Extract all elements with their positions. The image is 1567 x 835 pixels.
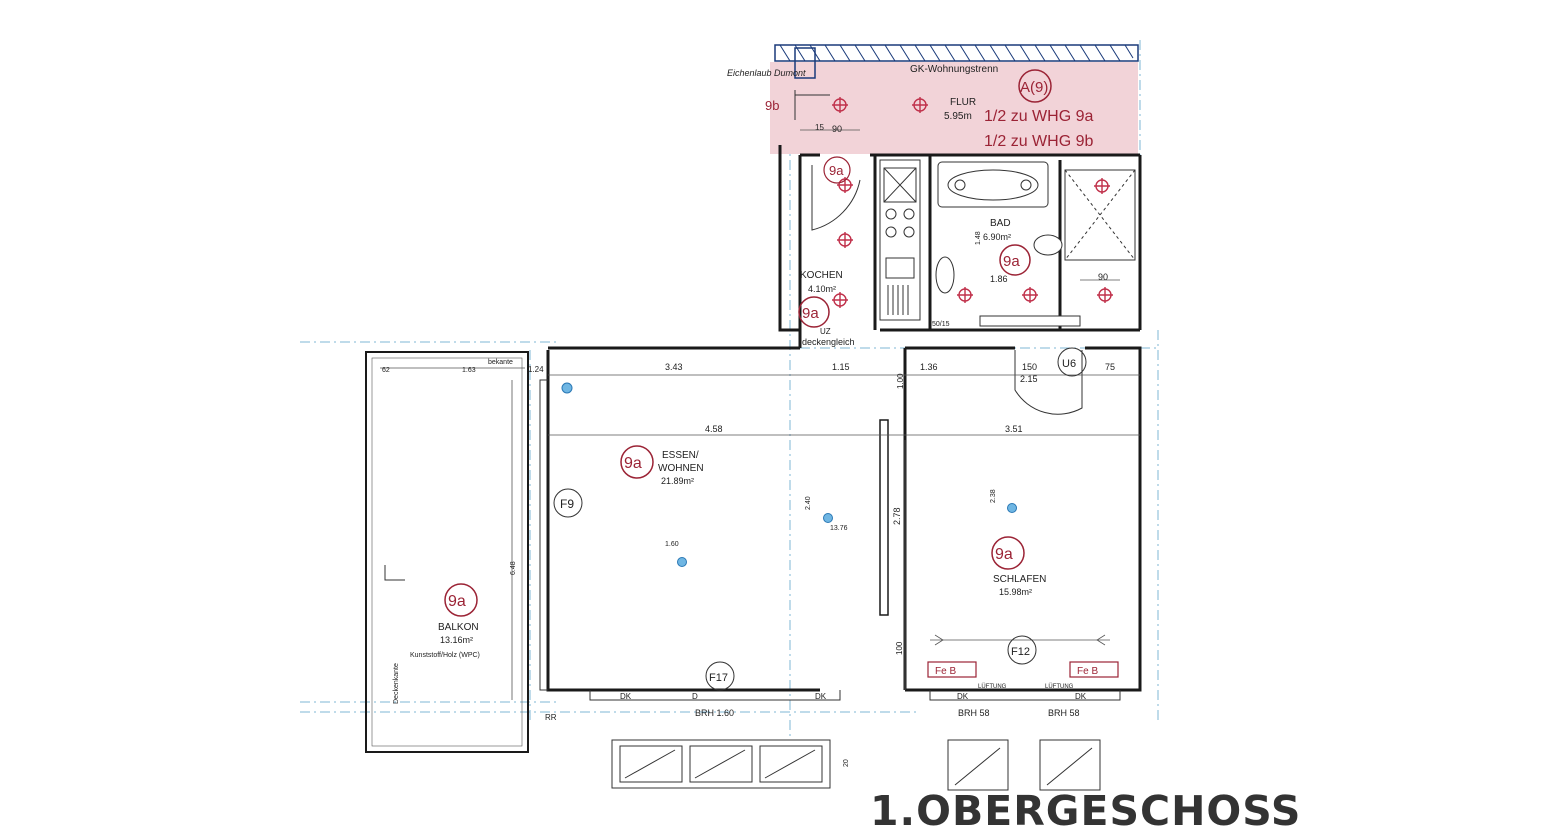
schlafen-unit: 9a	[995, 546, 1013, 563]
unit-9b: 9b	[765, 98, 779, 113]
dim-balkon-124: 1.24	[528, 365, 544, 374]
flur-label: FLUR	[950, 97, 976, 108]
note-deckenkante: Deckenkante	[393, 663, 400, 704]
schlafen-label: SCHLAFEN	[993, 574, 1046, 585]
balkon-label: BALKON	[438, 622, 479, 633]
fe-b-right: Fe B	[1077, 666, 1098, 677]
dim-150: 150	[1022, 362, 1037, 372]
dim-k-15: 15	[815, 123, 824, 132]
bad-unit: 9a	[1003, 253, 1020, 270]
dim-fl-240: 2.40	[805, 496, 812, 510]
floor-title: 1.OBERGESCHOSS	[870, 787, 1302, 835]
essen-label: ESSEN/	[662, 450, 699, 461]
dim-136: 1.36	[920, 362, 938, 372]
essen-unit: 9a	[624, 455, 642, 472]
brh-160: BRH 1.60	[695, 708, 734, 718]
lueftung-right: LÜFTUNG	[1045, 683, 1074, 690]
bad-area: 6.90m²	[983, 232, 1011, 242]
marker-f17: F17	[709, 672, 728, 684]
dim-100-top: 1.00	[896, 373, 905, 389]
dim-balkon-648: 6.48	[510, 561, 517, 575]
dk-left: DK	[620, 692, 632, 701]
fe-b-left: Fe B	[935, 666, 956, 677]
doors	[794, 90, 1083, 415]
dk-right: DK	[815, 692, 827, 701]
bad-label: BAD	[990, 218, 1011, 229]
ceiling-lamps	[561, 382, 1017, 567]
brand-label: Eichenlaub Dumont	[727, 68, 806, 78]
dim-278: 2.78	[892, 507, 902, 525]
essen-area: 21.89m²	[661, 476, 694, 486]
marker-u6: U6	[1062, 358, 1076, 370]
balkon-material: Kunststoff/Holz (WPC)	[410, 652, 480, 659]
dim-fl-160: 1.60	[665, 541, 679, 548]
marker-f12: F12	[1011, 646, 1030, 658]
dim-k-90: 90	[832, 124, 842, 134]
dim-215: 2.15	[1020, 374, 1038, 384]
brh-58b: BRH 58	[1048, 708, 1080, 718]
unit-9a-flur: 9a	[829, 163, 844, 178]
marker-rr: RR	[545, 713, 557, 722]
dim-75: 75	[1105, 362, 1115, 372]
dk-bed-right: DK	[1075, 692, 1087, 701]
dim-fl-238: 2.38	[990, 489, 997, 503]
share-9a: 1/2 zu WHG 9a	[984, 108, 1093, 125]
note-deckengleich: deckengleich	[802, 337, 855, 347]
walls	[539, 145, 1142, 701]
dim-bad-90: 90	[1098, 272, 1108, 282]
windows	[611, 739, 1101, 791]
partition-label: GK-Wohnungstrenn	[910, 64, 998, 75]
dim-458: 4.58	[705, 424, 723, 434]
dim-115: 1.15	[832, 362, 850, 372]
balcony	[365, 351, 529, 753]
dim-h-20: 20	[843, 759, 850, 767]
dim-351: 3.51	[1005, 424, 1023, 434]
schlafen-area: 15.98m²	[999, 587, 1032, 597]
kochen-label: KOCHEN	[800, 270, 843, 281]
kitchen-fixtures	[879, 159, 921, 321]
dim-balkon-62: 62	[382, 367, 390, 374]
dim-343: 3.43	[665, 362, 683, 372]
marker-f9: F9	[560, 497, 574, 511]
balkon-area: 13.16m²	[440, 635, 473, 645]
bath-fixtures	[935, 161, 1136, 327]
brh-58a: BRH 58	[958, 708, 990, 718]
note-uz: UZ	[820, 327, 831, 336]
balkon-unit: 9a	[448, 593, 466, 610]
note-bekante: bekante	[488, 359, 513, 366]
essen-label-2: WOHNEN	[658, 463, 704, 474]
kochen-area: 4.10m²	[808, 284, 836, 294]
note-a9: A(9)	[1020, 79, 1048, 96]
share-9b: 1/2 zu WHG 9b	[984, 133, 1093, 150]
dimension-lines	[548, 129, 1140, 690]
flur-area-label: 5.95m	[944, 111, 972, 122]
dim-fl-1376: 13.76	[830, 525, 848, 532]
dim-f-50: 50/15	[932, 321, 950, 328]
dim-balkon-163: 1.63	[462, 367, 476, 374]
unit-badges	[444, 69, 1119, 691]
dim-100-bottom: 100	[895, 641, 904, 655]
dim-bad-148: 1.48	[975, 231, 982, 245]
partition-wall	[774, 44, 1139, 79]
kochen-unit: 9a	[802, 305, 819, 322]
dim-bad-186: 1.86	[990, 274, 1008, 284]
dk-bed-left: DK	[957, 692, 969, 701]
flur-area	[770, 62, 1138, 154]
lueftung-left: LÜFTUNG	[978, 683, 1007, 690]
d-mid: D	[692, 692, 698, 701]
